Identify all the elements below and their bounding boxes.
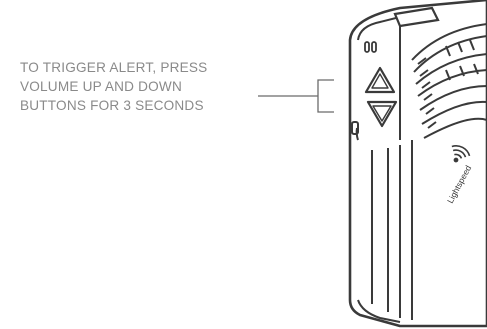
device-body <box>350 0 487 326</box>
callout-bracket <box>258 80 334 112</box>
